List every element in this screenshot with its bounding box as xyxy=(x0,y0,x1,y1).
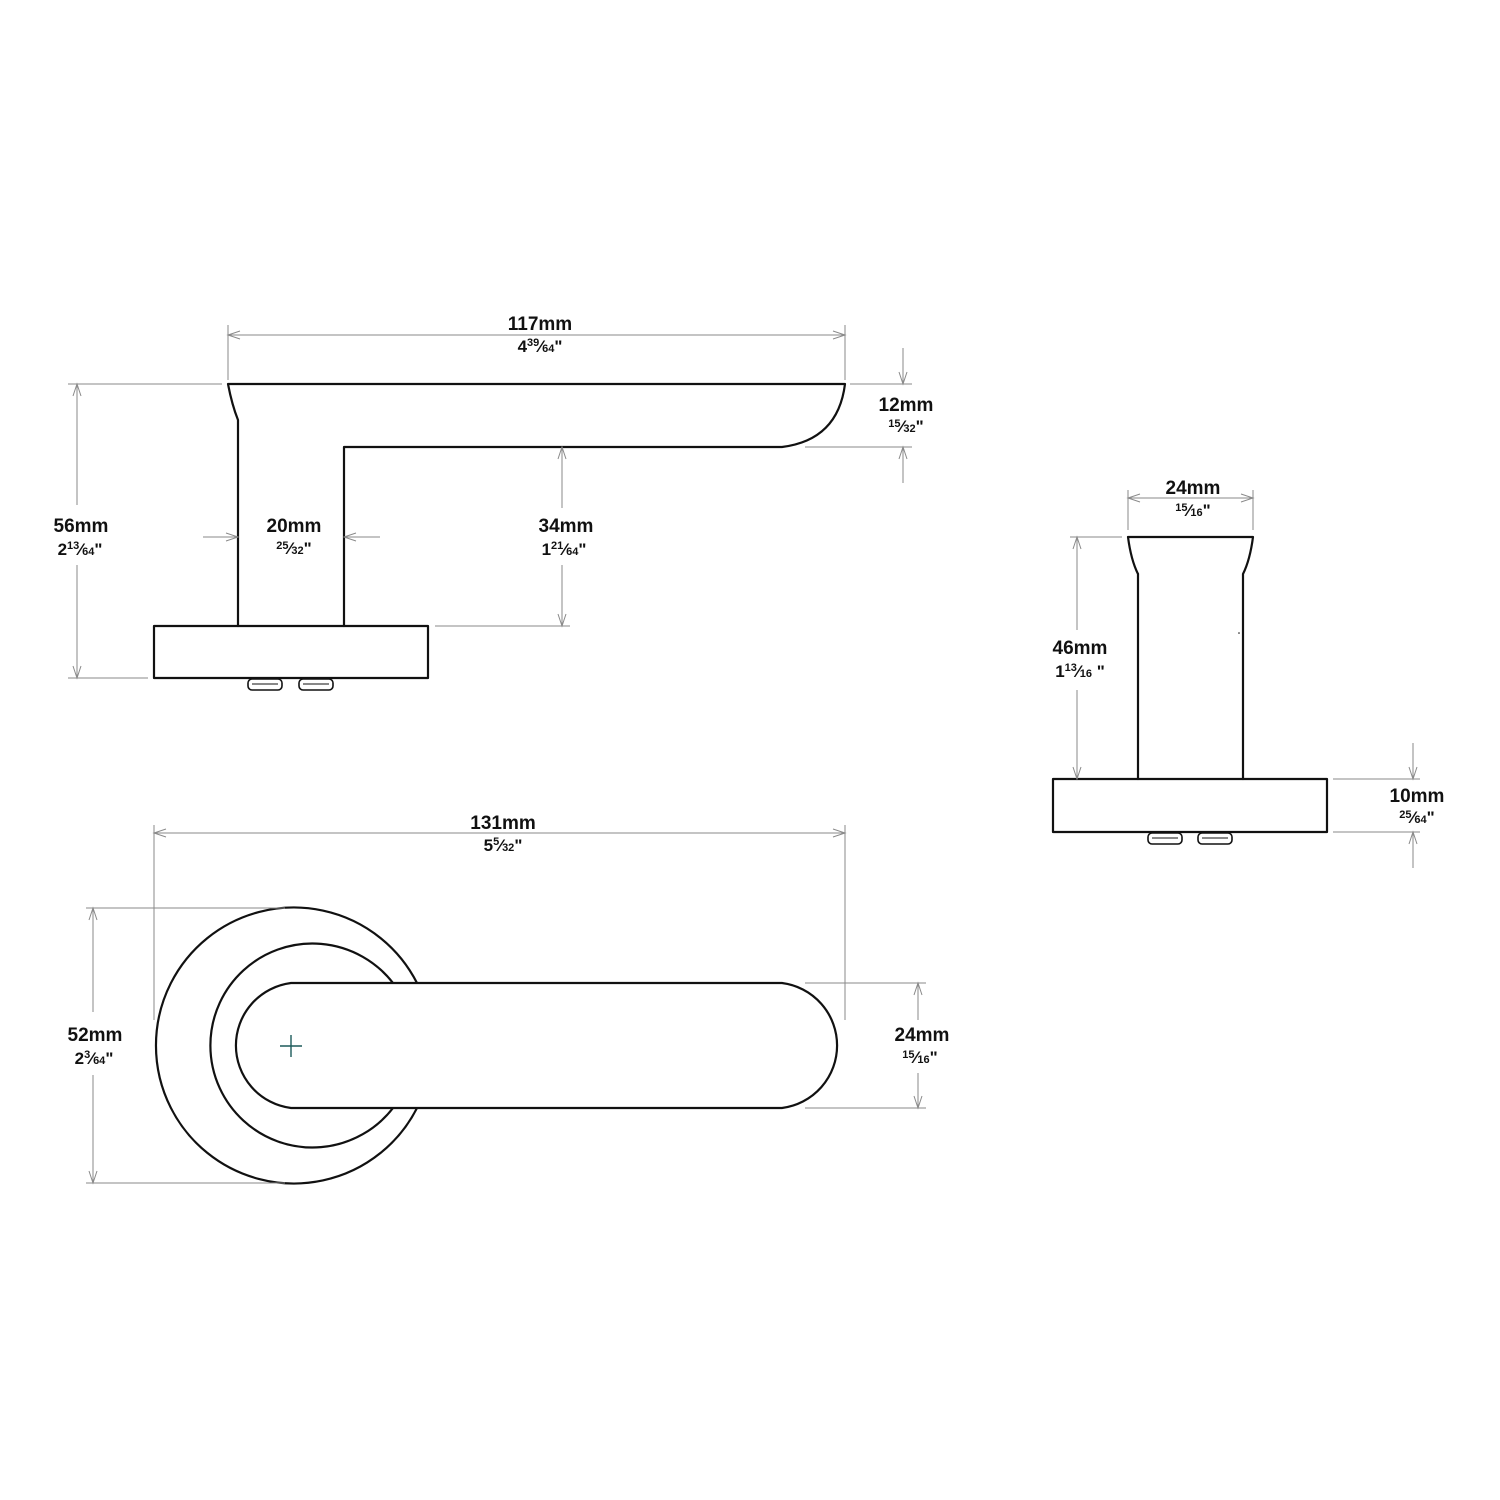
dim-label-inch: 55⁄32" xyxy=(484,836,523,855)
dim-label-mm: 117mm xyxy=(508,314,572,335)
top-view: 131mm 55⁄32" 52mm 23⁄64" 24mm 15⁄16" xyxy=(68,813,950,1185)
dim-label-inch: 15⁄16" xyxy=(1175,501,1210,520)
dim-grip-width: 24mm 15⁄16" xyxy=(1126,478,1255,530)
screw-heads-side xyxy=(247,678,334,691)
dim-label-mm: 20mm xyxy=(267,516,322,537)
dim-label-mm: 24mm xyxy=(1166,478,1221,499)
end-view: 24mm 15⁄16" 46mm 113⁄16 " 10mm 25⁄64" xyxy=(1051,478,1444,868)
dim-label-inch: 15⁄32" xyxy=(888,417,923,436)
rose-plate-side xyxy=(152,624,430,680)
dim-neck-width: 20mm 25⁄32" xyxy=(203,516,380,558)
dim-label-mm: 10mm xyxy=(1390,786,1445,807)
lever-top-outline xyxy=(234,981,839,1110)
dim-lever-width: 24mm 15⁄16" xyxy=(805,981,950,1110)
dim-neck-height: 46mm 113⁄16 " xyxy=(1053,535,1122,781)
dim-label-mm: 24mm xyxy=(895,1025,950,1046)
center-crosshair xyxy=(280,1035,302,1057)
dim-overall-length-top: 131mm 55⁄32" xyxy=(152,813,847,1020)
dim-label-mm: 56mm xyxy=(54,516,109,537)
rose-outer-ring xyxy=(154,906,419,1185)
center-dot xyxy=(1238,632,1240,634)
screw-heads-end xyxy=(1147,832,1233,845)
dim-rose-diameter: 52mm 23⁄64" xyxy=(68,906,285,1185)
dim-rose-thickness: 10mm 25⁄64" xyxy=(1333,743,1444,868)
neck-end-outline xyxy=(1126,535,1255,781)
dim-label-inch: 25⁄64" xyxy=(1399,808,1434,827)
dim-label-inch: 25⁄32" xyxy=(276,539,311,558)
dim-label-mm: 52mm xyxy=(68,1025,123,1046)
rose-plate-end xyxy=(1051,777,1329,834)
dim-lever-clearance: 34mm 121⁄64" xyxy=(435,445,594,628)
dim-label-inch: 23⁄64" xyxy=(75,1049,114,1068)
rose-inner-ring xyxy=(209,942,395,1149)
side-view: 117mm 439⁄64" 12mm 15⁄32" 56mm 213⁄64" xyxy=(54,314,933,691)
dim-label-inch: 121⁄64" xyxy=(542,540,587,559)
dim-label-inch: 439⁄64" xyxy=(518,337,563,356)
dim-label-inch: 15⁄16" xyxy=(902,1048,937,1067)
dim-overall-length-side: 117mm 439⁄64" xyxy=(226,314,847,380)
dim-label-mm: 12mm xyxy=(879,395,934,416)
dim-label-mm: 131mm xyxy=(470,813,536,834)
dim-label-inch: 113⁄16 " xyxy=(1055,662,1105,681)
lever-side-outline xyxy=(226,382,847,628)
dim-overall-height-side: 56mm 213⁄64" xyxy=(54,382,222,680)
dim-lever-thickness: 12mm 15⁄32" xyxy=(805,348,933,483)
dim-label-mm: 34mm xyxy=(539,516,594,537)
dim-label-inch: 213⁄64" xyxy=(58,540,103,559)
dim-label-mm: 46mm xyxy=(1053,638,1108,659)
